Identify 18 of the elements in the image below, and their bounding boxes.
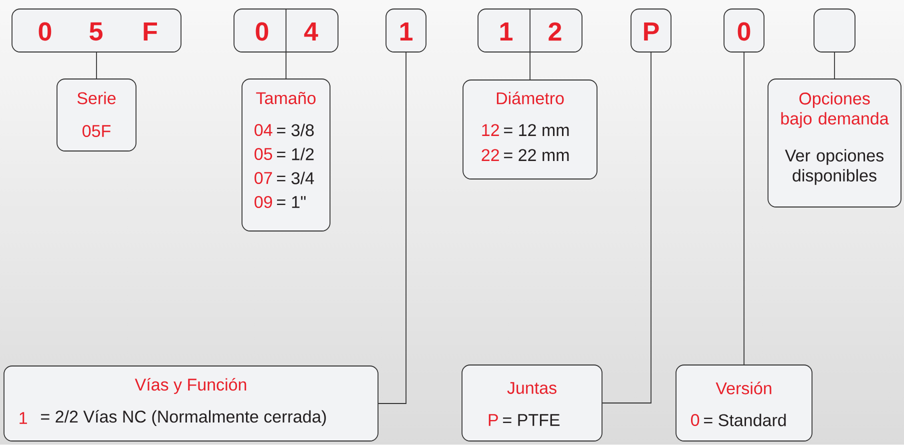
legend-box: Diámetro 12 = 12 mm 22 = 22 mm [462,80,598,180]
connector-line [96,52,97,79]
code-box: 0 4 [234,8,338,52]
legend-box: Tamaño 04 = 3/8 05 = 1/2 07 = 3/4 09 = 1" [242,78,330,232]
legend-box: Vías y Función 1 = 2/2 Vías NC (Normalmente cerrada) [4,366,378,442]
code-box: 0 5 F [12,8,182,52]
legend-box: Opciones bajo demanda Ver opciones disponibles [768,78,902,208]
legend-box: Versión 0 = Standard [676,364,812,442]
connector-line [834,52,835,79]
code-box: P [630,8,672,52]
connector-line [602,52,652,404]
legend-box: Serie 05F [56,78,136,152]
empty-code-box [814,8,856,52]
code-box: 1 2 [478,8,582,52]
connector-line [378,52,406,404]
code-box: 1 [386,8,426,52]
code-box: 0 [724,8,764,52]
legend-box: Juntas P = PTFE [462,364,602,442]
